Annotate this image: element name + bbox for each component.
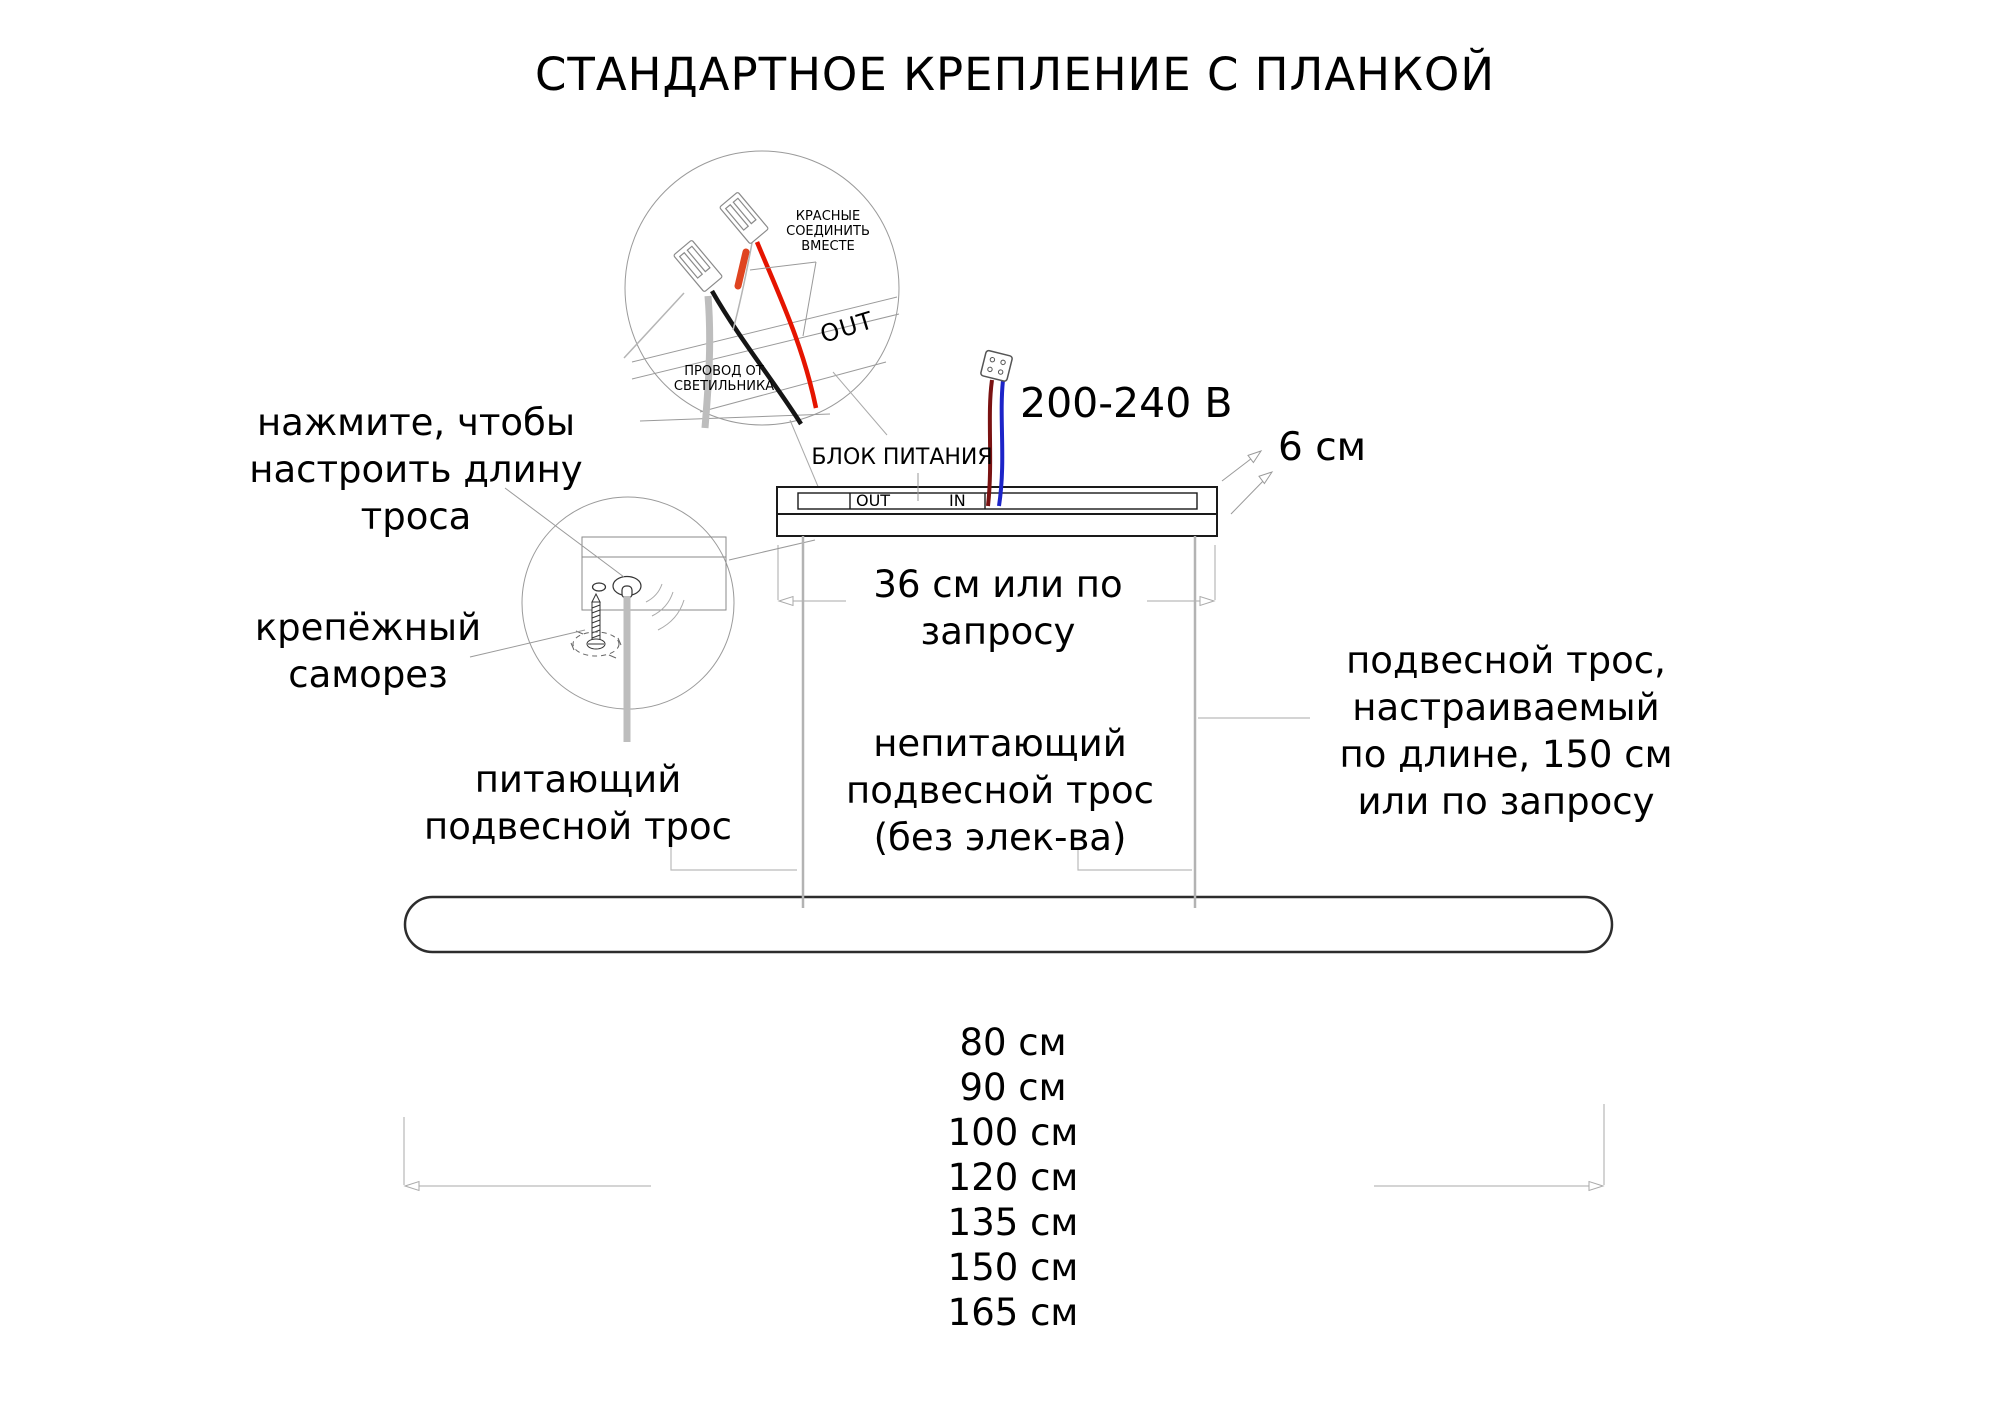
light-fixture-bar <box>403 895 1614 954</box>
power-cable-label: питающий подвесной трос <box>424 758 732 848</box>
red-mark-sleeve <box>734 248 750 290</box>
fixture-length-option: 100 см <box>947 1111 1079 1154</box>
power-wire-brown <box>986 379 994 507</box>
non-power-cable-label: непитающий подвесной трос (без элек-ва) <box>846 722 1154 859</box>
bar-depth-arrows <box>1221 450 1274 515</box>
bar-length-dimension-lines <box>777 545 1216 607</box>
mounting-bar <box>776 486 1218 537</box>
adjustable-cable-label: подвесной трос, настраиваемый по длине, … <box>1339 639 1673 823</box>
mounting-screw <box>570 592 622 659</box>
power-cable-leader <box>670 843 797 871</box>
wiring-detail-circle <box>624 150 900 426</box>
fixture-length-option: 165 см <box>947 1291 1079 1334</box>
fixture-length-option: 135 см <box>947 1201 1079 1244</box>
red-wires-note: КРАСНЫЕ СОЕДИНИТЬ ВМЕСТЕ <box>786 209 870 254</box>
page-title: СТАНДАРТНОЕ КРЕПЛЕНИЕ С ПЛАНКОЙ <box>534 48 1496 101</box>
fixture-length-option: 90 см <box>959 1066 1067 1109</box>
psu-out-label: OUT <box>856 491 891 510</box>
power-plug-connector <box>980 349 1013 382</box>
fixture-length-option: 120 см <box>947 1156 1079 1199</box>
psu-label: БЛОК ПИТАНИЯ <box>811 445 993 470</box>
circle-to-cable-leader <box>728 539 816 561</box>
bar-length-dimension: 36 см или по запросу <box>873 563 1123 653</box>
fixture-length-dimension-lines <box>403 1104 1605 1192</box>
gray-lamp-wire <box>701 295 714 429</box>
adjust-note-leader <box>504 487 625 578</box>
wire-connector-plugs <box>673 192 769 292</box>
vibration-arcs <box>645 583 685 631</box>
red-wire <box>754 241 819 409</box>
fixture-length-option: 150 см <box>947 1246 1079 1289</box>
power-wire-blue <box>997 379 1005 507</box>
bar-depth-dimension: 6 см <box>1278 425 1367 470</box>
detail-wires <box>623 241 819 429</box>
non-power-cable-leader <box>1077 848 1192 871</box>
mounting-screw-label: крепёжный саморез <box>254 606 482 696</box>
adjust-length-note: нажмите, чтобы настроить длину троса <box>249 401 583 538</box>
psu-in-label: IN <box>949 491 966 510</box>
screw-label-leader <box>469 629 586 658</box>
black-wire <box>710 289 803 426</box>
fixture-length-options: 80 см 90 см 100 см 120 см 135 см 150 см … <box>948 1020 1079 1335</box>
red-note-leader-lines <box>749 261 817 337</box>
lamp-wire-label: ПРОВОД ОТ СВЕТИЛЬНИКА <box>673 364 775 394</box>
voltage-label: 200-240 В <box>1020 379 1233 427</box>
cable-grommet <box>591 575 642 599</box>
fixture-length-option: 80 см <box>959 1021 1067 1064</box>
power-cord <box>980 349 1013 507</box>
